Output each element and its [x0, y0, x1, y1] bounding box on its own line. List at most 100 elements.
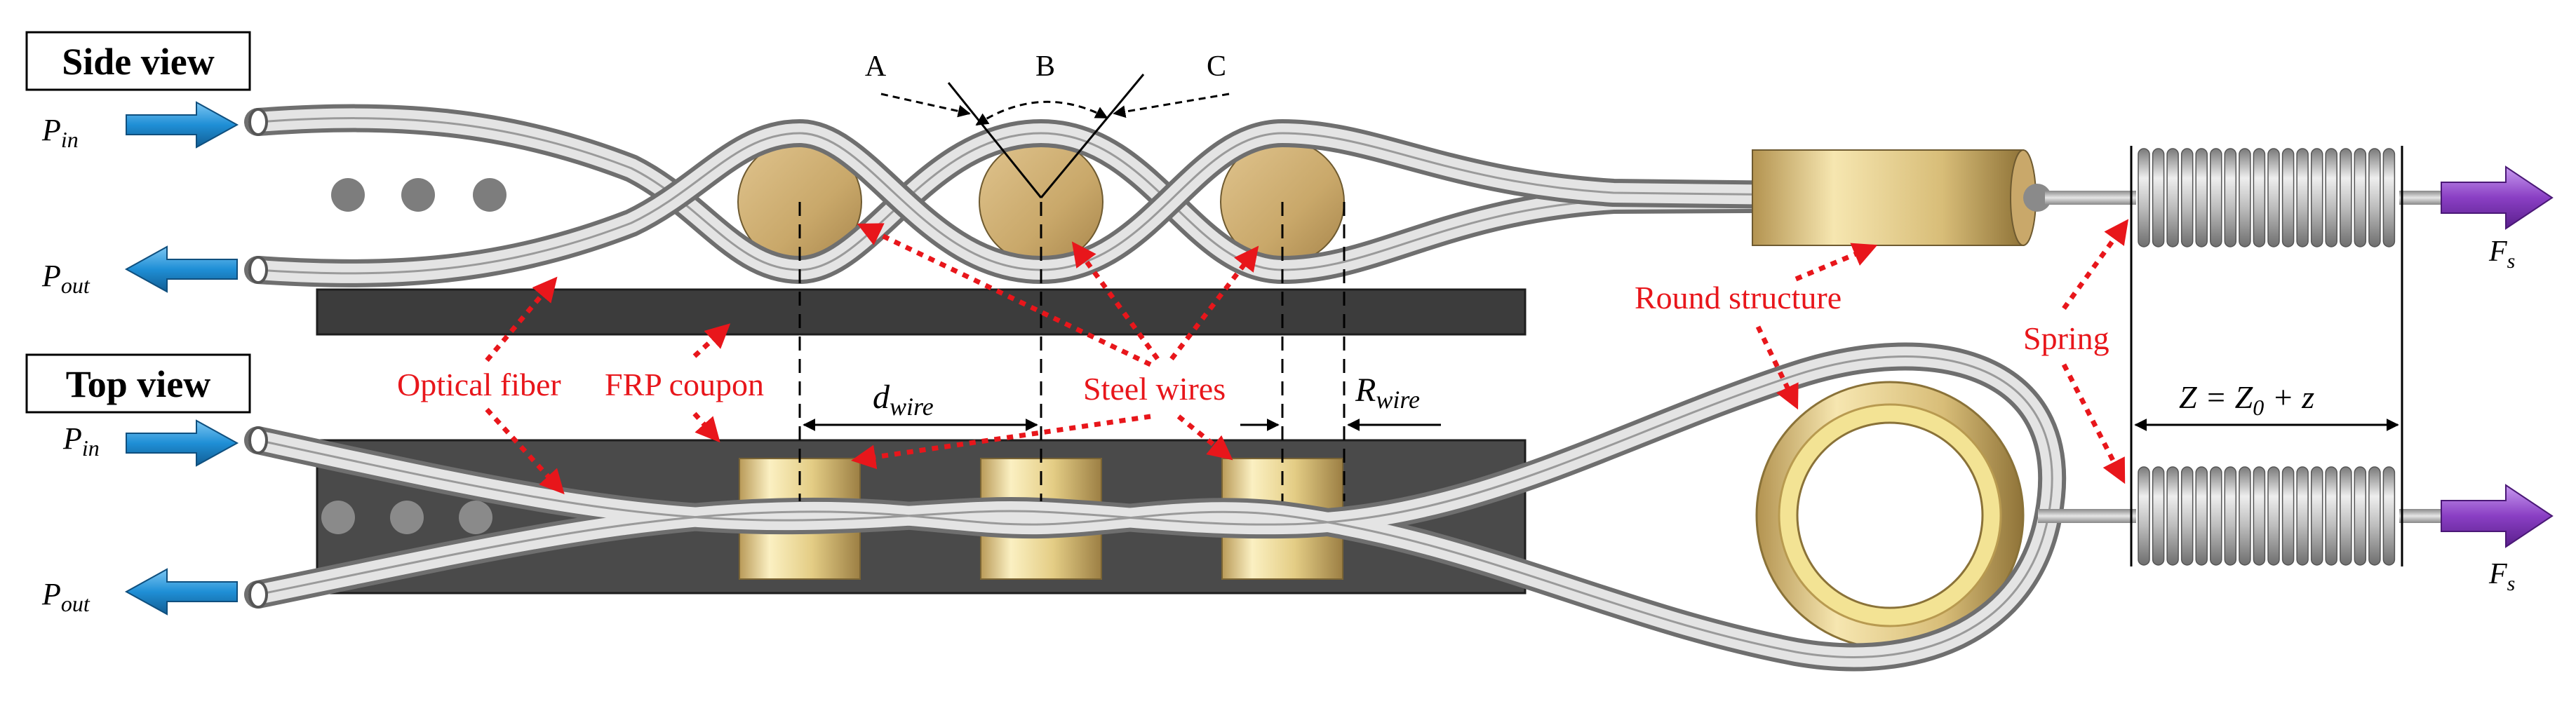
top-view-label-box: [25, 353, 251, 414]
ellipsis-dot: [321, 501, 355, 534]
spring-coil-turn: [2267, 148, 2280, 247]
steel-pointer-b: [1071, 241, 1160, 361]
c-pointer: [1113, 93, 1230, 118]
spring-coil-turn: [2253, 466, 2266, 566]
fiber-end-top-out: [248, 580, 268, 609]
angle-label-c: C: [1207, 50, 1226, 83]
fiber-end-side-out: [248, 256, 268, 284]
optical-fiber-top: [244, 342, 2067, 672]
spring-coil-turn: [2281, 148, 2295, 247]
spring-coil-turn: [2152, 148, 2165, 247]
fiber-end-side-in: [248, 108, 268, 136]
force-label-side: Fs: [2488, 236, 2515, 273]
spring-coil-turn: [2281, 466, 2295, 566]
round-pointer-up: [1795, 243, 1878, 282]
spring-coil-turn: [2296, 466, 2309, 566]
spring-coil-turn: [2325, 466, 2337, 566]
spring-coil-turn: [2152, 466, 2165, 566]
round-pointer-down: [1755, 325, 1799, 410]
spring-rod-side-left: [2045, 191, 2136, 205]
spring-coil-turn: [2310, 148, 2323, 247]
round-structure-label: Round structure: [1635, 280, 1842, 315]
spring-coil-turn: [2195, 466, 2208, 566]
fiber-end-top-in: [248, 426, 268, 454]
p-in-arrow-top: [126, 419, 239, 467]
round-structure-pin: [2023, 184, 2051, 212]
ellipsis-dot: [473, 178, 507, 212]
top-view: Top view: [25, 342, 2554, 672]
spring-pointer-up: [2062, 219, 2129, 311]
spring-coil-turn: [2239, 148, 2251, 247]
spring-coil-turn: [2382, 148, 2396, 247]
spring-coil-turn: [2239, 466, 2251, 566]
spring-coil-turn: [2210, 466, 2222, 566]
steel-wires-label: Steel wires: [1083, 371, 1226, 407]
spring-coil-turn: [2166, 466, 2179, 566]
frp-pointer-down: [692, 412, 720, 443]
dimension-lines: [798, 74, 2403, 566]
spring-coil-turn: [2138, 148, 2150, 247]
spring-coil-turn: [2368, 466, 2381, 566]
steel-pointer-c: [1169, 245, 1259, 361]
side-view-label: Side view: [62, 41, 215, 83]
frp-coupon-side: [316, 288, 1527, 336]
p-in-arrow-side: [126, 101, 239, 149]
spring-coil-turn: [2180, 466, 2194, 566]
p-in-label-top: Pin: [62, 421, 100, 461]
optical-fiber-pointer-down: [485, 407, 565, 495]
angle-label-a: A: [865, 50, 887, 83]
spring-rod-top-right: [2399, 509, 2441, 523]
steel-pointer-top-c: [1176, 414, 1233, 461]
side-view: Side view: [25, 31, 2554, 336]
spring-coil-turn: [2224, 466, 2237, 566]
spring-coil-turn: [2310, 466, 2323, 566]
frp-coupon-label: FRP coupon: [605, 367, 764, 402]
spring-top: [2138, 466, 2396, 566]
p-out-label-top: Pout: [41, 577, 90, 616]
d-wire-label: dwire: [873, 379, 934, 421]
spring-side: [2138, 148, 2396, 247]
round-structure-top-hole: [1796, 421, 1984, 609]
z-equation-label: Z = Z0 + z: [2179, 379, 2314, 420]
angle-arc: [975, 100, 1108, 126]
spring-rod-top-left: [2038, 509, 2136, 523]
spring-coil-turn: [2382, 466, 2396, 566]
top-view-label: Top view: [66, 363, 211, 405]
angle-label-b: B: [1035, 50, 1055, 83]
p-out-label-side: Pout: [41, 259, 90, 298]
annotation-arrows: [485, 219, 2129, 495]
spring-coil-turn: [2340, 148, 2352, 247]
spring-coil-turn: [2224, 148, 2237, 247]
r-wire-label: Rwire: [1355, 372, 1420, 414]
spring-coil-turn: [2354, 148, 2367, 247]
spring-coil-turn: [2368, 148, 2381, 247]
ellipsis-dot: [401, 178, 435, 212]
spring-rod-side-right: [2399, 191, 2441, 205]
ellipsis-dot: [390, 501, 424, 534]
p-in-label-side: Pin: [41, 113, 79, 152]
spring-coil-turn: [2166, 148, 2179, 247]
a-pointer: [880, 93, 971, 118]
spring-coil-turn: [2253, 148, 2266, 247]
spring-coil-turn: [2354, 466, 2367, 566]
force-arrow-side: [2441, 165, 2554, 230]
ellipsis-dot: [331, 178, 365, 212]
round-structure-side: [1752, 149, 2024, 246]
optical-fiber-pointer-up: [485, 276, 558, 362]
spring-coil-turn: [2180, 148, 2194, 247]
spring-coil-turn: [2267, 466, 2280, 566]
force-arrow-top: [2441, 484, 2554, 548]
optical-fiber-side: [244, 104, 2048, 287]
angle-ray-right: [1040, 74, 1145, 198]
ellipsis-dot: [459, 501, 492, 534]
spring-coil-turn: [2210, 148, 2222, 247]
angle-ray-left: [947, 82, 1042, 198]
spring-coil-turn: [2296, 148, 2309, 247]
spring-label: Spring: [2023, 320, 2109, 356]
p-out-arrow-side: [124, 245, 238, 293]
spring-coil-turn: [2195, 148, 2208, 247]
spring-coil-turn: [2138, 466, 2150, 566]
steel-pointer-a: [857, 223, 1152, 367]
spring-coil-turn: [2340, 466, 2352, 566]
